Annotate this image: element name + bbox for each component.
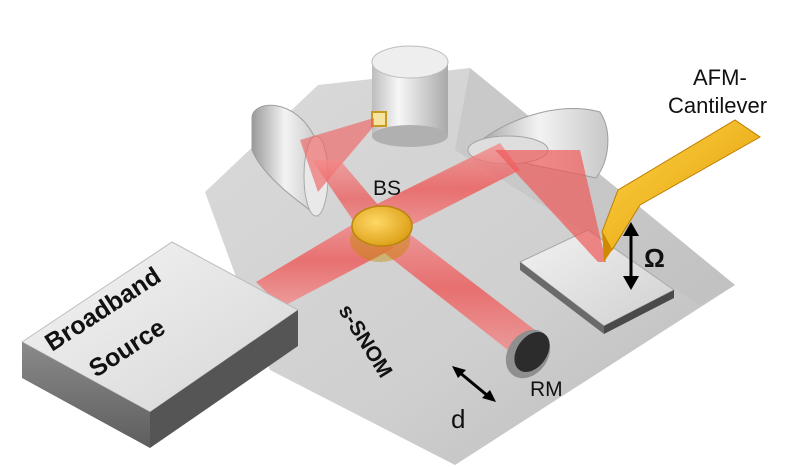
reference-mirror-label: RM <box>530 378 563 401</box>
reference-mirror-face <box>514 332 550 372</box>
detector-top <box>371 45 449 79</box>
source-box-front <box>22 342 150 448</box>
sample-stage-front <box>520 262 604 334</box>
beam-splitter-label: BS <box>373 177 401 200</box>
detector-chip <box>371 111 387 127</box>
afm-tip <box>602 232 612 262</box>
beam-to-reference <box>368 222 535 354</box>
beam-to-detector <box>300 118 374 192</box>
beam-focus-tip <box>495 150 606 262</box>
beam-to-right-mirror <box>375 143 520 236</box>
afm-label-line1: AFM- <box>693 65 747 90</box>
sample-stage-side <box>604 290 674 334</box>
afm-label-line2: Cantilever <box>668 93 767 118</box>
beam-splitter <box>351 205 413 247</box>
two-headed-arrow-icon <box>452 366 496 402</box>
omega-label: Ω <box>644 243 665 273</box>
source-box-side <box>150 310 298 448</box>
delay-label: d <box>451 404 465 434</box>
two-headed-arrow-icon <box>623 222 639 290</box>
detector-bottom <box>372 125 448 147</box>
